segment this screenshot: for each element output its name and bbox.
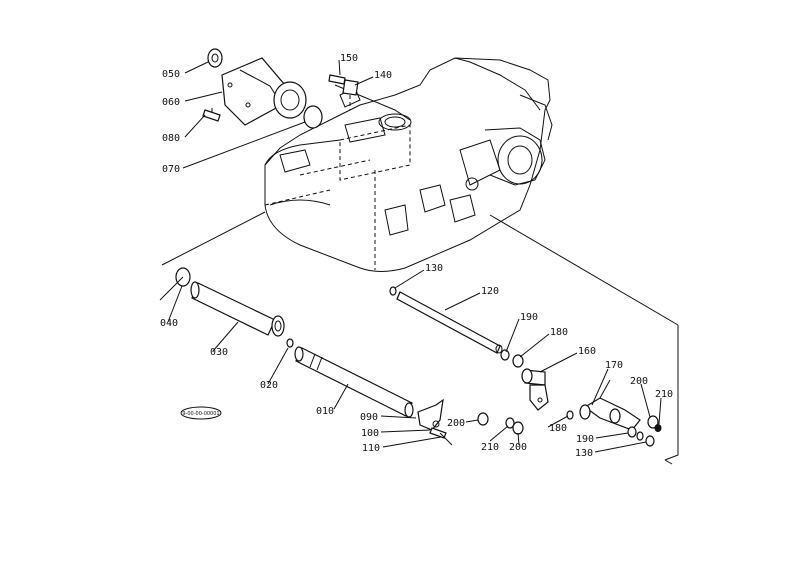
ring-130-top [389, 286, 397, 296]
shaft-030 [175, 267, 294, 348]
bolt-150 [328, 74, 346, 85]
washer-200-mid [512, 421, 524, 435]
callout-150: 150 [340, 53, 358, 64]
snap-ring-050 [207, 48, 223, 68]
callout-200-right: 200 [630, 376, 648, 387]
shaft-120 [389, 286, 503, 354]
spring-190-bottom [636, 431, 644, 441]
callout-160: 160 [578, 346, 596, 357]
spring-190-top [500, 349, 510, 361]
callout-090: 090 [360, 412, 378, 423]
right-linkage [477, 349, 662, 447]
callout-020: 020 [260, 380, 278, 391]
arm-160 [521, 368, 533, 384]
callout-130-bottom: 130 [575, 448, 593, 459]
callout-140: 140 [374, 70, 392, 81]
callout-010: 010 [316, 406, 334, 417]
callout-180-top: 180 [550, 327, 568, 338]
bolt-150-plate-140 [328, 74, 359, 110]
callout-120: 120 [481, 286, 499, 297]
cover-assembly [202, 48, 323, 129]
callout-050: 050 [162, 69, 180, 80]
leader-lines [167, 59, 662, 453]
lever-090 [417, 398, 453, 446]
callout-060: 060 [162, 97, 180, 108]
washer-200-right [647, 415, 659, 429]
assembly-lines [159, 211, 679, 465]
collar-020 [286, 338, 294, 348]
callout-100: 100 [361, 428, 379, 439]
callouts: 050 060 080 070 150 140 130 120 040 030 … [160, 53, 673, 459]
transmission-housing [264, 57, 553, 272]
o-ring-070 [303, 105, 323, 129]
callout-190-top: 190 [520, 312, 538, 323]
stamp-text: 9-00-00-00001 [182, 411, 219, 417]
callout-210-mid: 210 [481, 442, 499, 453]
washer-180-bottom [627, 426, 637, 438]
ring-130-bottom [645, 435, 655, 447]
nut-210-mid [505, 417, 515, 429]
callout-030: 030 [210, 347, 228, 358]
callout-180-bottom: 180 [549, 423, 567, 434]
nut-210-right [654, 424, 662, 432]
callout-130-top: 130 [425, 263, 443, 274]
shaft-010 [294, 346, 414, 418]
callout-080: 080 [162, 133, 180, 144]
callout-110: 110 [362, 443, 380, 454]
washer-200-left [477, 412, 489, 426]
bolt-080 [202, 109, 221, 122]
callout-170: 170 [605, 360, 623, 371]
callout-200-left: 200 [447, 418, 465, 429]
callout-040: 040 [160, 318, 178, 329]
plate-140 [342, 79, 359, 96]
callout-200-mid: 200 [509, 442, 527, 453]
callout-190-bottom: 190 [576, 434, 594, 445]
callout-070: 070 [162, 164, 180, 175]
callout-210-right: 210 [655, 389, 673, 400]
washer-180-top [512, 354, 524, 368]
drawing-id-stamp: 9-00-00-00001 [180, 406, 222, 420]
